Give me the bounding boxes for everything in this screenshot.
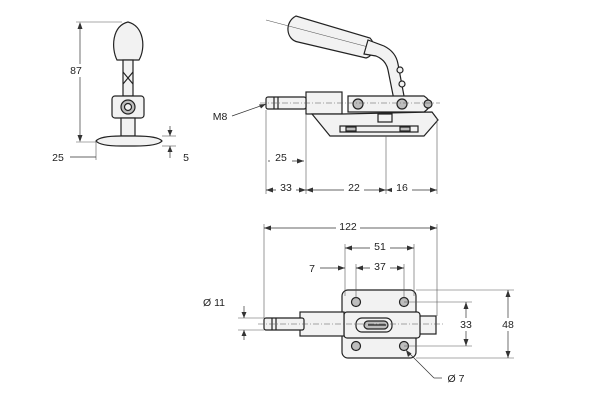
dim-thread-m8: M8 <box>213 111 228 123</box>
front-view: M8 25 33 22 16 <box>213 15 440 194</box>
dim-base-25: 25 <box>52 152 64 164</box>
side-base <box>95 135 163 147</box>
dim-length-122: 122 <box>339 221 357 233</box>
dim-plunger-dia-11: Ø 11 <box>203 297 225 309</box>
front-link-pin-2 <box>396 98 408 110</box>
side-pivot-inner <box>123 102 133 112</box>
dim-stroke-25: 25 <box>275 152 287 164</box>
front-link-pin-1 <box>352 98 364 110</box>
dim-offset-7: 7 <box>309 263 315 275</box>
dim-seg-22: 22 <box>348 182 360 194</box>
side-column <box>120 117 136 137</box>
top-hole-1 <box>350 296 362 308</box>
dim-seg-16: 16 <box>396 182 408 194</box>
front-link-pin-3 <box>423 99 433 109</box>
top-view: 122 51 7 37 Ø 11 33 <box>203 219 518 385</box>
dim-height-33: 33 <box>460 319 472 331</box>
side-handle-grip <box>113 21 144 61</box>
dim-span-51: 51 <box>374 241 386 253</box>
dim-hole-dia-7: Ø 7 <box>448 373 465 385</box>
dim-thickness-5: 5 <box>183 152 189 164</box>
side-view: 87 25 5 <box>52 21 189 164</box>
dim-span-37: 37 <box>374 261 386 273</box>
top-hole-3 <box>350 340 362 352</box>
dim-seg-33: 33 <box>280 182 292 194</box>
dim-height-87: 87 <box>70 65 82 77</box>
dim-height-48: 48 <box>502 319 514 331</box>
